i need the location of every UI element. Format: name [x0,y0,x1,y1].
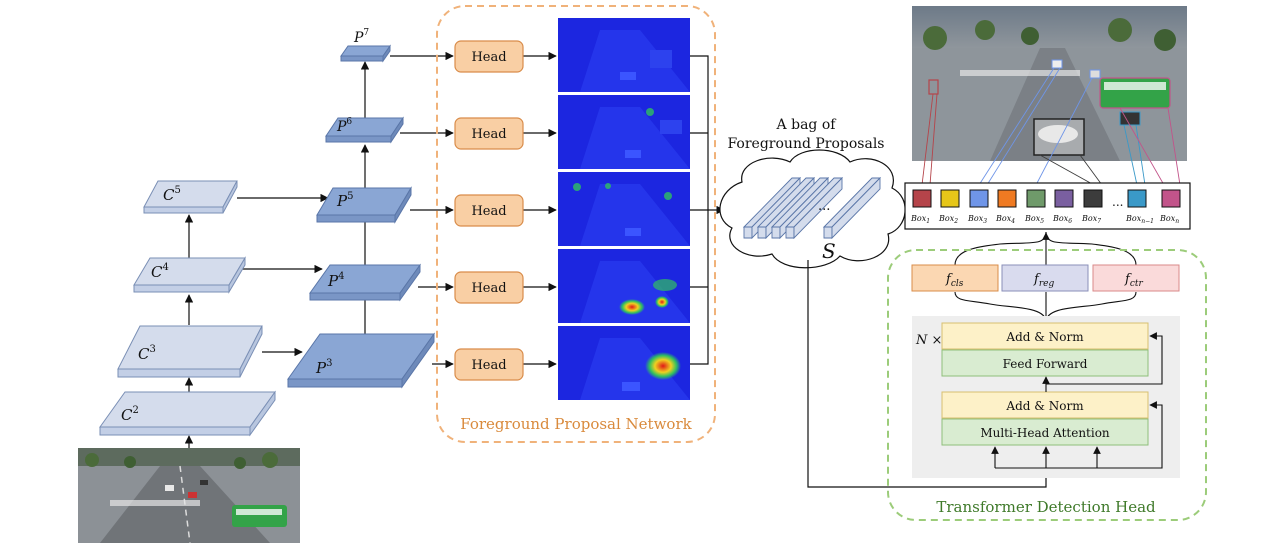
bus-icon [232,505,287,527]
output-ctr[interactable]: fctr [1092,264,1180,292]
transformer-group-caption: Transformer Detection Head [936,498,1156,516]
box-label: Box3 [967,214,987,225]
box-swatch [940,189,960,208]
transformer-internal-connectors [991,332,1163,469]
svg-text:C2: C2 [121,405,139,424]
heatmap-p3 [558,326,690,400]
box-label: Box2 [938,214,958,225]
svg-text:Head: Head [471,127,506,142]
fpn-group-border [436,5,716,443]
layer-c4: C4 [133,256,246,294]
box-label: Box7 [1081,214,1101,225]
box-label: Boxn [1159,214,1179,225]
head-p5[interactable]: Head [454,194,524,227]
layer-p3: P3 [287,332,435,389]
svg-text:Add & Norm: Add & Norm [1005,399,1084,413]
svg-text:P6: P6 [336,117,352,135]
layer-c3: C3 [117,325,263,378]
bag-ellipsis: ... [818,199,830,214]
box-swatch [1026,189,1046,208]
svg-text:Head: Head [471,50,506,65]
svg-text:Feed Forward: Feed Forward [1003,357,1088,371]
box-item-9: Boxn [1159,189,1181,225]
head-p7[interactable]: Head [454,40,524,73]
fpn-group-caption: Foreground Proposal Network [460,415,692,433]
outputs-to-boxes-connector [954,231,1137,266]
svg-text:P4: P4 [327,271,344,290]
box-item-4: Box4 [995,189,1017,225]
head-p3[interactable]: Head [454,348,524,381]
transformer-group-border [887,249,1207,521]
bag-title-line2: Foreground Proposals [727,136,884,152]
svg-text:C3: C3 [138,344,156,363]
box-to-detection-lines [921,67,1181,186]
box-swatch [1161,189,1181,208]
box-item-1: Box1 [910,189,932,225]
svg-text:Head: Head [471,204,506,219]
svg-text:P5: P5 [336,191,353,210]
detection-image [912,6,1187,161]
svg-text:fctr: fctr [1124,272,1143,289]
box-label: Box6 [1052,214,1072,225]
svg-text:Head: Head [471,281,506,296]
heatmap-p5 [558,172,690,246]
layer-p4: P4 [309,263,421,302]
svg-text:C5: C5 [163,185,181,204]
box-swatch [1127,189,1147,208]
box-item-7: Box7 [1081,189,1103,225]
box-label: Boxn−1 [1125,214,1154,225]
svg-text:Add & Norm: Add & Norm [1005,330,1084,344]
layer-p6: P6 [325,116,404,144]
layer-p7: P7 [340,28,391,63]
heatmap-p6 [558,95,690,169]
box-label: Box5 [1024,214,1044,225]
output-cls[interactable]: fcls [911,264,999,292]
box-item-5: Box5 [1024,189,1046,225]
output-reg[interactable]: freg [1001,264,1089,292]
svg-text:Head: Head [471,358,506,373]
svg-text:freg: freg [1033,272,1054,289]
repeat-label: N × [915,333,942,348]
box-swatch [1083,189,1103,208]
box-swatch [997,189,1017,208]
layer-p5: P5 [316,186,412,224]
box-strip-ellipsis: ... [1112,195,1123,209]
bag-title-line1: A bag of [776,117,838,133]
heatmap-p4 [558,249,690,323]
bag-symbol-s: S [822,239,836,263]
proposal-bag-cloud: ... S [719,149,906,269]
layer-c5: C5 [143,180,238,214]
box-strip: Box1 Box2 Box3 Box4 Box5 Box6 Box7 Boxn−1 Boxn .… [904,182,1191,230]
feed-forward-block[interactable]: Feed Forward [941,349,1149,377]
box-item-8: Boxn−1 [1125,189,1154,225]
add-norm-top-block[interactable]: Add & Norm [941,322,1149,350]
svg-text:fcls: fcls [945,272,964,289]
box-item-2: Box2 [938,189,960,225]
box-swatch [912,189,932,208]
box-item-3: Box3 [967,189,989,225]
box-swatch [969,189,989,208]
box-item-6: Box6 [1052,189,1074,225]
add-norm-bottom-block[interactable]: Add & Norm [941,391,1149,419]
heatmap-p7 [558,18,690,92]
multi-head-attention-block[interactable]: Multi-Head Attention [941,418,1149,446]
head-p6[interactable]: Head [454,117,524,150]
svg-text:Multi-Head Attention: Multi-Head Attention [980,426,1110,440]
layer-c2: C2 [99,390,276,437]
box-label: Box1 [910,214,930,225]
head-p4[interactable]: Head [454,271,524,304]
svg-text:P3: P3 [315,358,332,377]
input-image [78,448,300,543]
svg-text:P7: P7 [353,28,369,46]
svg-text:C4: C4 [151,262,169,281]
box-swatch [1054,189,1074,208]
connectors [184,51,725,448]
box-label: Box4 [995,214,1015,225]
